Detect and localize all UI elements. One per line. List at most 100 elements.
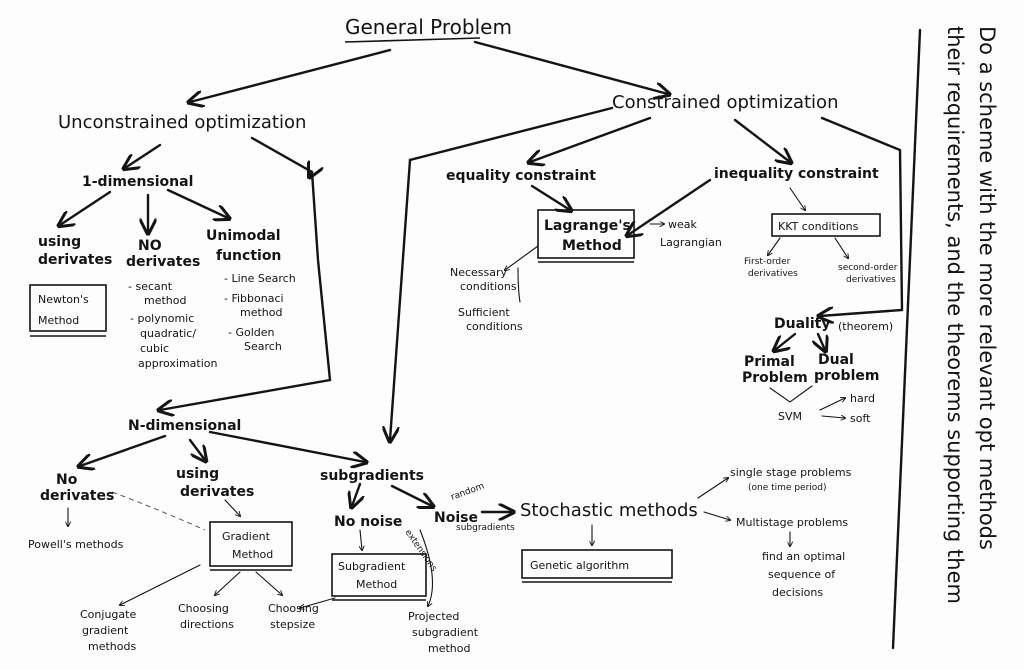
edge-1d-unimodal (166, 188, 228, 218)
gradient-box (209, 521, 293, 567)
sufficient-l1: Sufficient (458, 306, 510, 319)
edge-sub-noise (390, 484, 432, 506)
edge-using-gradient (224, 499, 240, 516)
extensions-label: extensions (403, 528, 439, 574)
subgradient-box (331, 553, 427, 597)
choosing-stepsize-l1: Choosing (268, 602, 319, 615)
no-derivatives-nd-l1: No (56, 472, 78, 488)
dual-l2: problem (814, 368, 879, 384)
first-order-l1: First-order (744, 257, 791, 267)
edge-primal-dual-svm (769, 385, 813, 403)
projected-l2: subgradient (412, 626, 479, 639)
edge-root-unconstrained (190, 48, 392, 102)
choosing-stepsize-l2: stepsize (270, 618, 315, 631)
using-derivatives-nd-l2: derivates (180, 484, 254, 500)
subgradients-label: subgradients (320, 468, 424, 484)
no-deriv-list: - secant method - polynomic quadratic/ c… (128, 280, 217, 370)
edge-grad-stepsize (255, 571, 282, 595)
using-derivatives-1d-l2: derivates (38, 252, 112, 268)
edge-con-duality (820, 116, 904, 316)
constrained-label: Constrained optimization (612, 92, 838, 113)
unconstrained-label: Unconstrained optimization (58, 112, 306, 133)
projected-l3: method (428, 642, 470, 655)
single-stage-l2: (one time period) (748, 483, 827, 493)
unimodal-list: - Line Search - Fibbonaci method - Golde… (224, 272, 296, 353)
necessary-l1: Necessary (450, 266, 508, 279)
no-noise-label: No noise (334, 514, 402, 530)
noise-label: Noise (434, 510, 478, 526)
second-order-l2: derivatives (846, 275, 896, 285)
necessary-l2: conditions (460, 280, 517, 293)
newton-l1: Newton's (38, 293, 89, 306)
subgradient-method-l2: Method (356, 578, 397, 591)
using-derivatives-nd-l1: using (176, 466, 219, 482)
random-subgradients-l1: random (450, 481, 486, 502)
edge-lagrange-necessary (505, 245, 539, 270)
multistage-label: Multistage problems (736, 516, 848, 529)
choosing-directions-l2: directions (180, 618, 234, 631)
edge-con-equality (530, 116, 652, 162)
unimodal-l2: function (216, 248, 281, 264)
edge-stochastic-multi (703, 511, 730, 520)
side-instruction: Do a scheme with the more relevant opt m… (943, 26, 999, 604)
edge-nd-subgrad (208, 430, 365, 462)
edge-kkt-second (834, 237, 848, 258)
edge-eq-lagrange (530, 184, 570, 210)
edge-lagrange-sufficient (517, 267, 521, 303)
genetic-box (521, 549, 673, 579)
choosing-directions-l1: Choosing (178, 602, 229, 615)
newton-l2: Method (38, 314, 79, 327)
no-deriv-item: - secant (128, 280, 173, 293)
lagrange-box (537, 209, 635, 259)
unimodal-item: Search (244, 340, 282, 353)
optimal-sequence-l1: find an optimal (762, 550, 845, 563)
edges (60, 28, 922, 650)
edge-unc-nd (160, 136, 332, 410)
sufficient-l2: conditions (466, 320, 523, 333)
random-subgradients-l2: subgradients (456, 523, 515, 533)
using-derivatives-1d-l1: using (38, 234, 81, 250)
single-stage-l1: single stage problems (730, 466, 852, 479)
no-derivatives-1d-l1: NO (138, 238, 162, 254)
side-separator-line (891, 28, 922, 650)
duality-theorem-label: (theorem) (838, 320, 893, 333)
no-derivatives-nd-l2: derivates (40, 488, 114, 504)
dual-l1: Dual (818, 352, 854, 368)
primal-l2: Problem (742, 370, 808, 386)
boxes (29, 37, 881, 601)
kkt-box (771, 213, 881, 237)
unimodal-item: - Fibbonaci (224, 292, 284, 305)
lagrange-l2: Method (562, 238, 622, 254)
weak-lagrangian-l2: Lagrangian (660, 236, 722, 249)
equality-label: equality constraint (446, 168, 596, 184)
subgradient-method-l1: Subgradient (338, 560, 406, 573)
edge-duality-primal (775, 332, 797, 350)
edge-ineq-kkt (789, 187, 805, 210)
edge-con-inequality (733, 118, 790, 162)
no-deriv-item: approximation (138, 357, 217, 370)
inequality-label: inequality constraint (714, 166, 879, 182)
edge-svm-hard (819, 398, 845, 411)
unimodal-item: - Line Search (224, 272, 296, 285)
general-problem-label: General Problem (345, 15, 512, 39)
conjugate-l2: gradient (82, 624, 129, 637)
edge-extensions (419, 529, 433, 606)
edge-root-constrained (473, 40, 668, 94)
edge-subgrad-stepsize (300, 597, 336, 608)
labels: General Problem Unconstrained optimizati… (28, 15, 999, 655)
edge-ineq-lagrange (628, 178, 712, 235)
svm-soft-label: soft (850, 412, 871, 425)
n-dimensional-label: N-dimensional (128, 418, 241, 434)
optimal-sequence-l2: sequence of (768, 568, 836, 581)
primal-l1: Primal (744, 354, 795, 370)
edge-kkt-first (768, 237, 781, 255)
powell-label: Powell's methods (28, 538, 124, 551)
kkt-label: KKT conditions (778, 220, 859, 233)
duality-label: Duality (774, 316, 830, 332)
edge-nd-using (188, 438, 205, 460)
newton-box (29, 284, 107, 332)
svm-hard-label: hard (850, 392, 875, 405)
svm-label: SVM (778, 410, 802, 423)
first-order-l2: derivatives (748, 269, 798, 279)
